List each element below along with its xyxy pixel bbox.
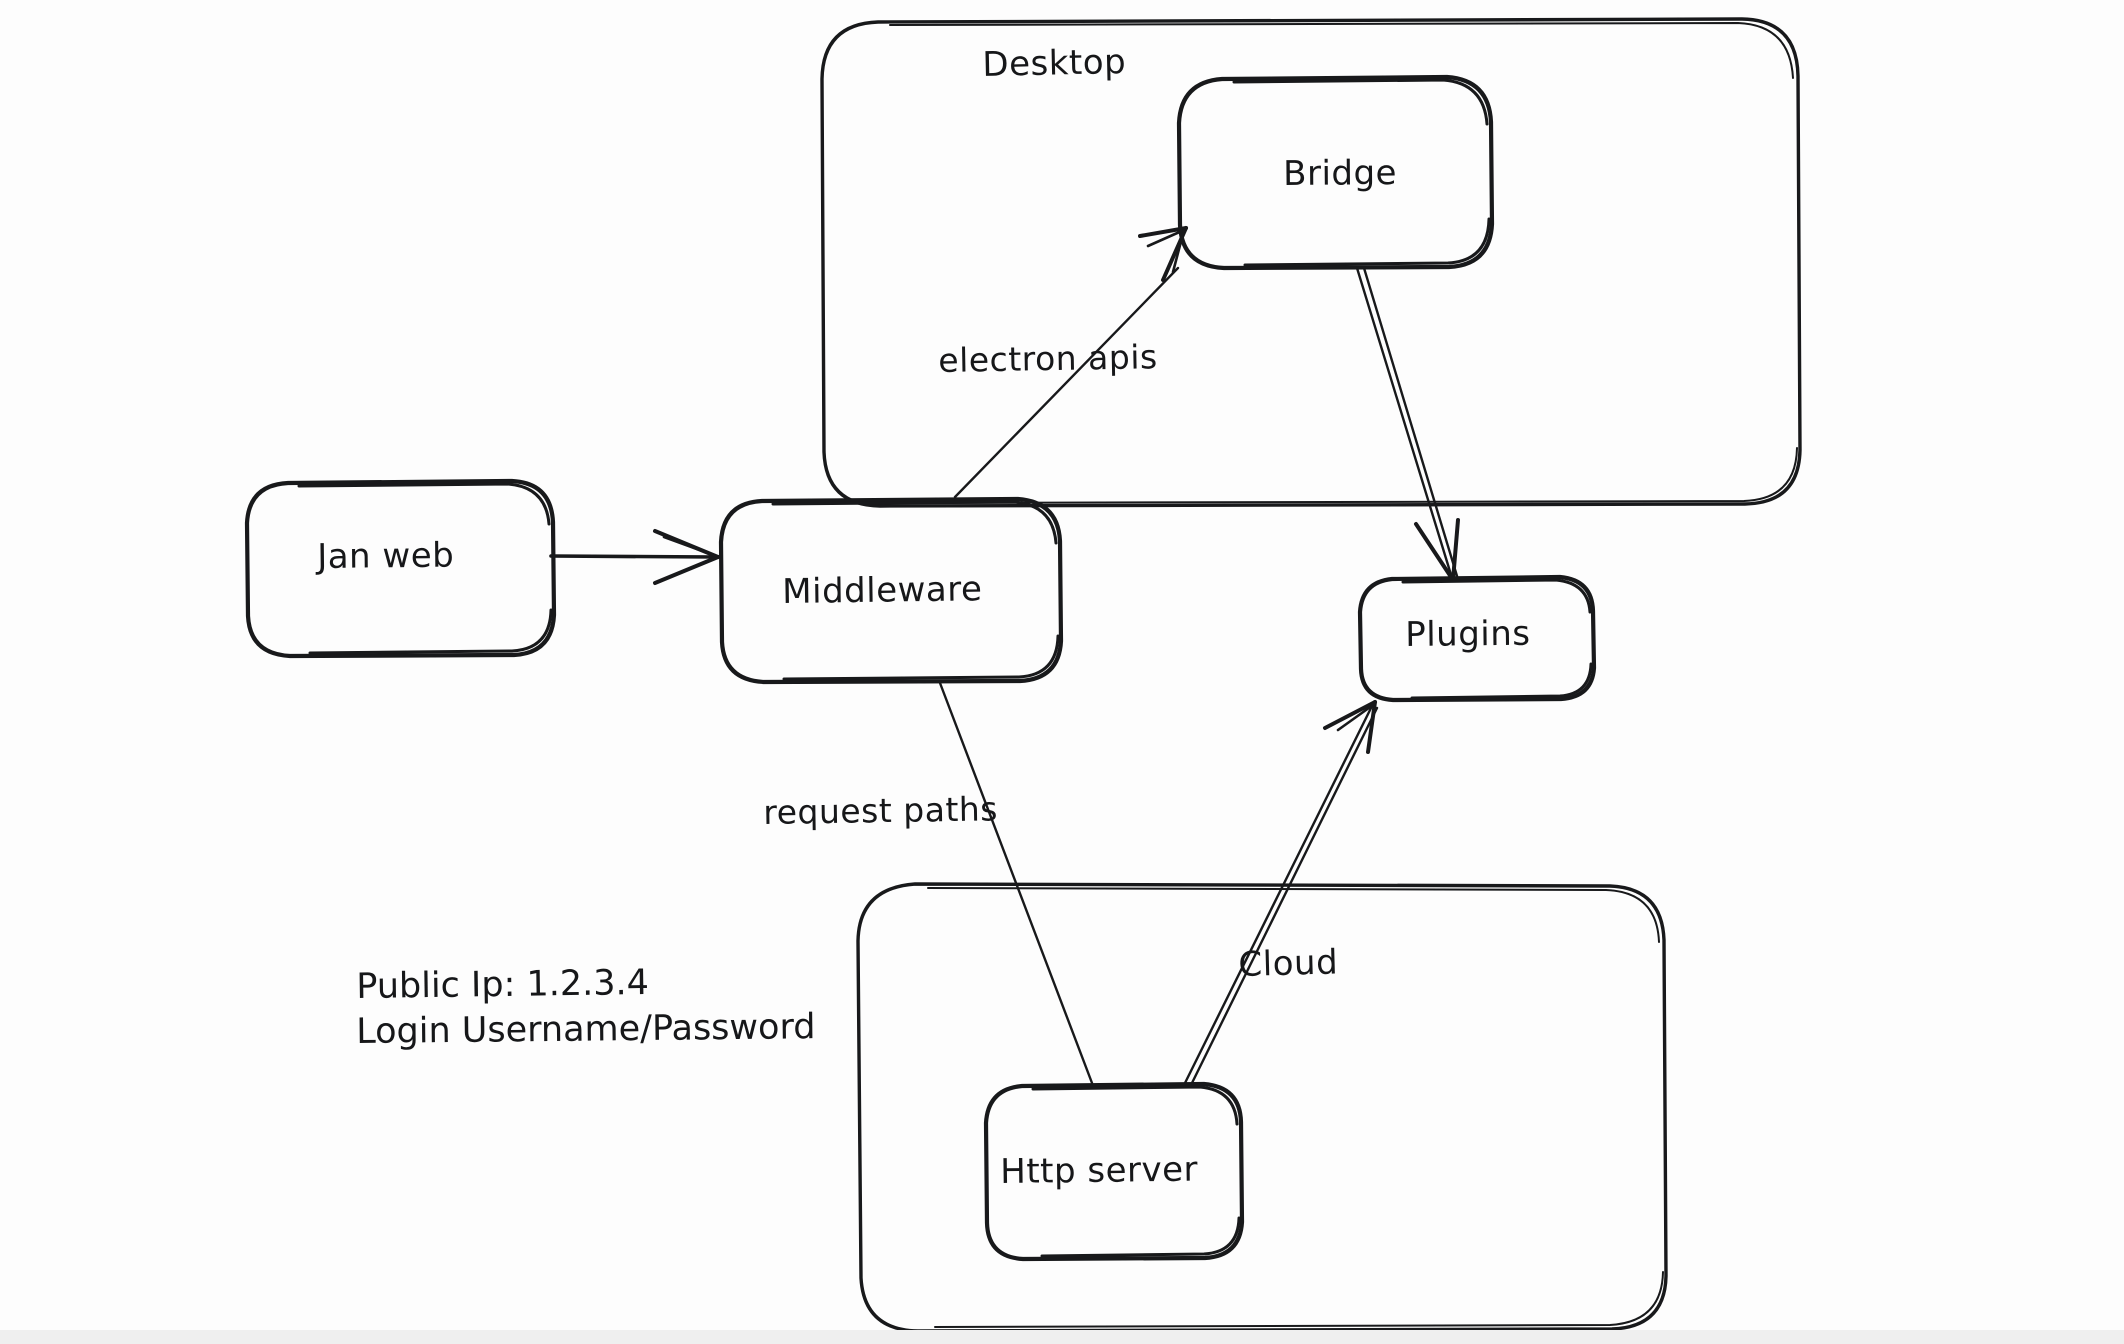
- bottom-edge-strip: [0, 1330, 2124, 1344]
- edge-bridge-to-plugins[interactable]: [1355, 266, 1460, 582]
- note-login: Login Username/Password: [356, 1006, 816, 1052]
- node-label-bridge: Bridge: [1283, 153, 1398, 194]
- edge-label-electron-apis: electron apis: [938, 337, 1158, 380]
- note-block-credentials: Public Ip: 1.2.3.4 Login Username/Passwo…: [356, 963, 816, 1055]
- node-label-middleware: Middleware: [782, 569, 983, 612]
- node-jan-web[interactable]: [244, 478, 557, 659]
- note-public-ip: Public Ip: 1.2.3.4: [356, 962, 650, 1007]
- container-cloud[interactable]: [856, 882, 1668, 1333]
- node-http-server[interactable]: [983, 1081, 1245, 1262]
- container-label-cloud: Cloud: [1238, 942, 1339, 985]
- node-label-jan-web: Jan web: [317, 535, 455, 577]
- edge-httpserver-to-plugins[interactable]: [1183, 700, 1379, 1087]
- node-label-plugins: Plugins: [1405, 613, 1531, 655]
- edge-janweb-to-middleware[interactable]: [549, 529, 720, 585]
- node-label-http-server: Http server: [1000, 1149, 1199, 1192]
- container-desktop[interactable]: [820, 17, 1802, 508]
- edge-middleware-to-httpserver[interactable]: [938, 681, 1094, 1085]
- node-bridge[interactable]: [1176, 74, 1495, 271]
- node-plugins[interactable]: [1357, 574, 1597, 703]
- edge-label-request-paths: request paths: [763, 789, 999, 832]
- container-label-desktop: Desktop: [982, 41, 1127, 85]
- node-middleware[interactable]: [718, 496, 1064, 685]
